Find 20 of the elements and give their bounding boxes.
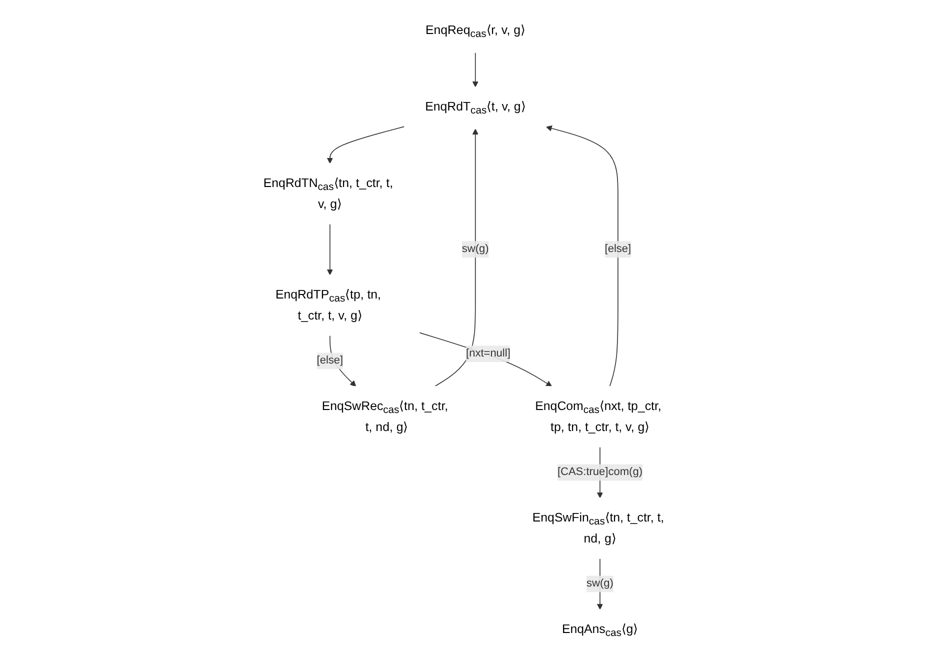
edge-label: sw(g) [462,243,489,255]
edge-label: [nxt=null] [466,348,510,360]
edge-label: [else] [316,354,344,366]
edge-label: [else] [604,243,632,255]
edge-label: sw(g) [586,578,614,590]
arrow [419,332,552,387]
edge-label: [CAS:true]com(g) [557,466,643,478]
arrow [326,126,405,164]
node-text: EnqRdTP$_{cas}$⟨tp, tn, t_ctr, t, v, g⟩ [275,287,382,322]
node-text: EnqCom$_{cas}$⟨nxt, tp_ctr, tp, tn, t_ctr, t, v, g⟩ [535,398,662,434]
node-text: EnqSwRec$_{cas}$⟨tn, t_ctr, t, nd, g⟩ [322,398,448,434]
node-text: EnqSwFin$_{cas}$⟨tn, t_ctr, t, nd, g⟩ [532,510,664,546]
node-text: EnqAns$_{cas}$⟨g⟩ [562,622,638,639]
node-text: EnqRdTN$_{cas}$⟨tn, t_ctr, t, v, g⟩ [263,176,394,211]
arrow [434,128,478,387]
arrow [472,52,478,88]
node-text: EnqRdT$_{cas}$⟨t, v, g⟩ [425,99,526,116]
arrow [326,224,333,276]
node-text: EnqReq$_{cas}$⟨r, v, g⟩ [425,22,526,40]
arrow [546,125,618,387]
